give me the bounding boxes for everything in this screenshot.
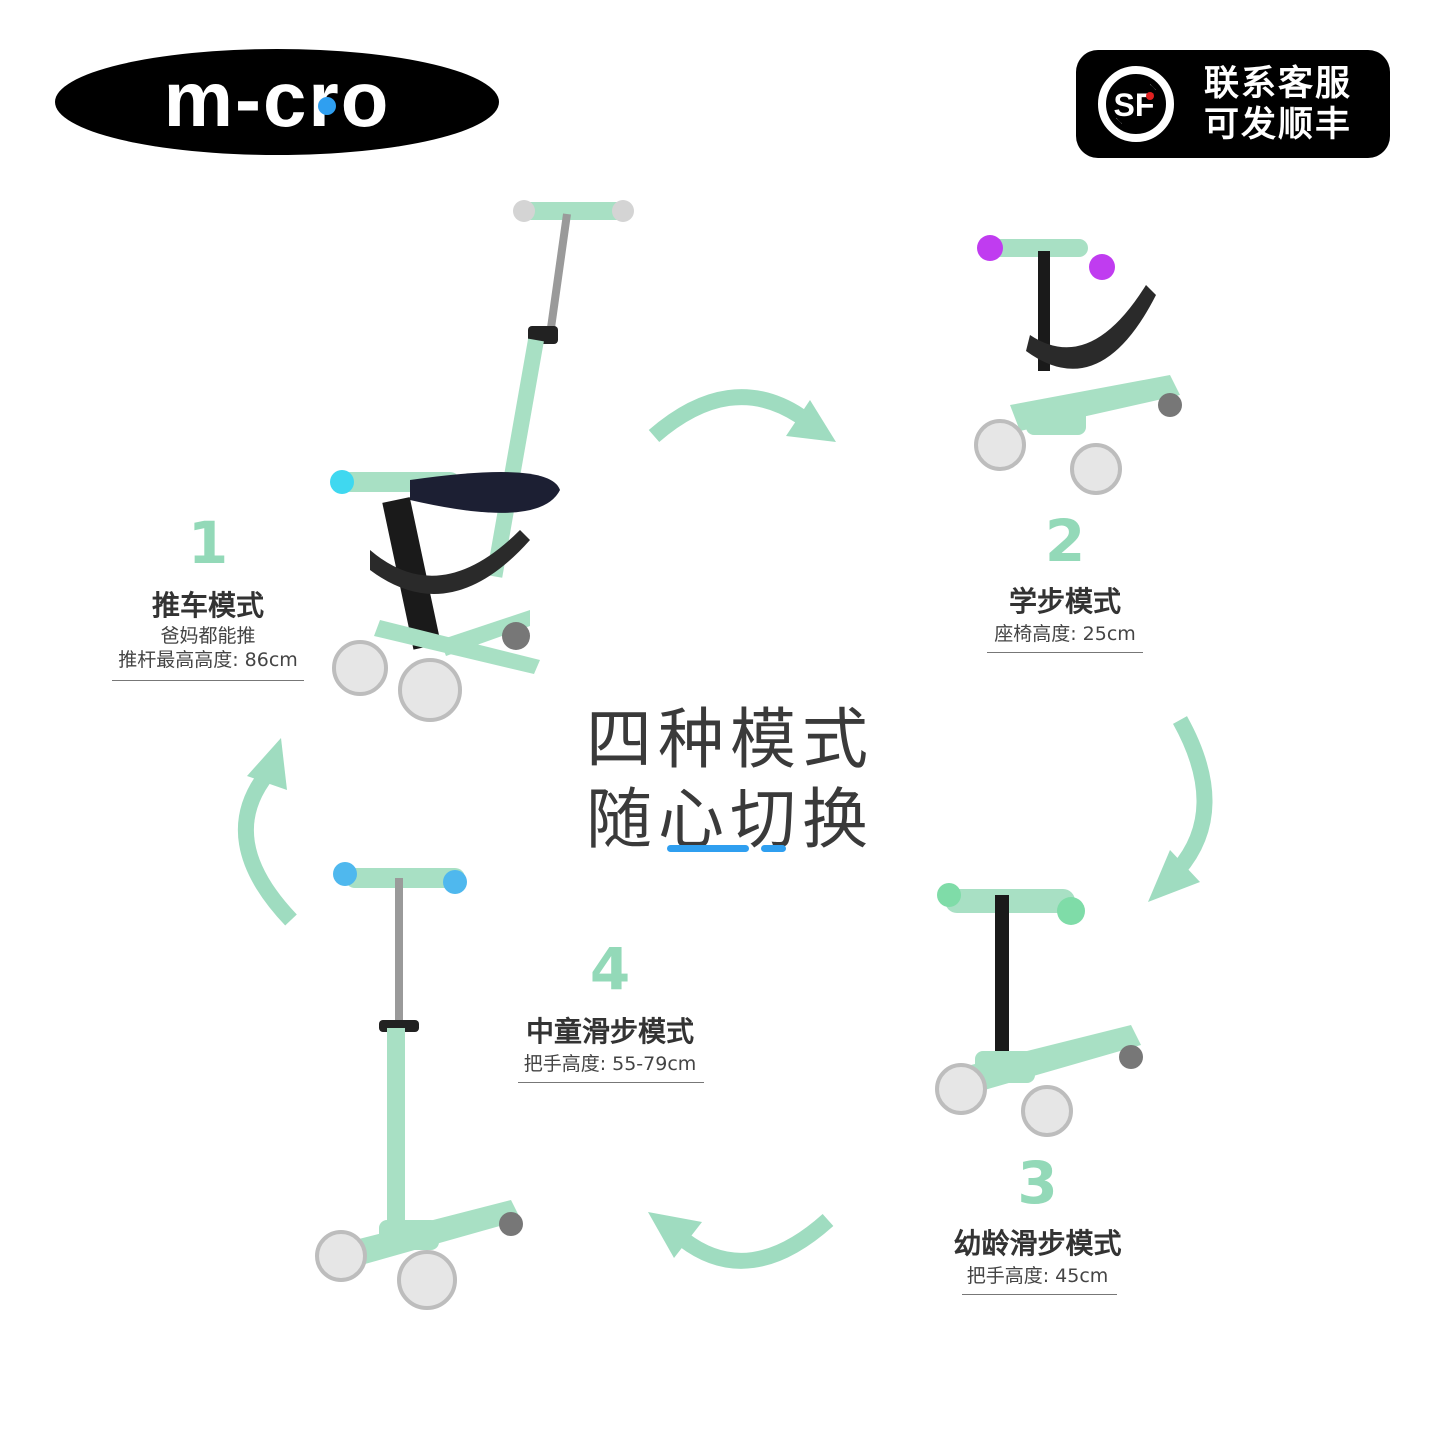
mode-1-rule [112,680,304,681]
badge-text: 联系客服 可发顺丰 [1204,64,1380,146]
scooter-mini-mode-image [935,883,1143,1137]
mode-2-rule [987,652,1143,653]
headline-line-1: 四种模式 [586,701,874,778]
contact-badge[interactable]: SF 联系客服 可发顺丰 [1076,50,1390,158]
mode-3-title: 幼龄滑步模式 [953,1227,1122,1260]
headline-underline-long [667,845,749,852]
mode-4-caption: 4 中童滑步模式 把手高度: 55-79cm [512,938,708,1083]
mode-4-title: 中童滑步模式 [525,1015,694,1048]
mode-2-number: 2 [1044,507,1086,575]
mode-2-title: 学步模式 [1008,585,1121,618]
mode-1-caption: 1 推车模式 爸妈都能推 推杆最高高度: 86cm [108,512,308,681]
mode-3-number: 3 [1017,1149,1058,1217]
micro-logo: m-cro [55,49,499,155]
badge-line-1: 联系客服 [1204,64,1353,104]
scooter-stroller-mode-image [330,200,634,722]
mode-3-line-1: 把手高度: 45cm [966,1265,1109,1287]
sf-express-icon: SF [1098,66,1174,142]
headline-underline-short [761,845,786,852]
scooter-junior-mode-image [315,862,523,1310]
mode-1-line-2: 推杆最高高度: 86cm [118,649,298,671]
mode-1-number: 1 [187,509,229,577]
cycle-arrow-1-to-2 [648,389,836,443]
mode-4-line-1: 把手高度: 55-79cm [523,1053,697,1075]
mode-3-caption: 3 幼龄滑步模式 把手高度: 45cm [940,1152,1135,1295]
cycle-arrow-2-to-3 [1148,716,1213,902]
cycle-arrow-3-to-4 [648,1212,834,1269]
mode-2-caption: 2 学步模式 座椅高度: 25cm [975,510,1155,653]
scooter-seat-mode-image [974,235,1182,495]
cycle-arrow-4-to-1 [237,738,297,926]
mode-4-rule [518,1082,704,1083]
badge-line-2: 可发顺丰 [1204,105,1353,145]
mode-4-number: 4 [589,935,631,1003]
logo-text: m-cro [164,55,391,143]
mode-1-line-1: 爸妈都能推 [160,625,256,647]
mode-3-rule [962,1294,1117,1295]
mode-1-title: 推车模式 [151,589,264,622]
mode-2-line-1: 座椅高度: 25cm [994,623,1136,645]
